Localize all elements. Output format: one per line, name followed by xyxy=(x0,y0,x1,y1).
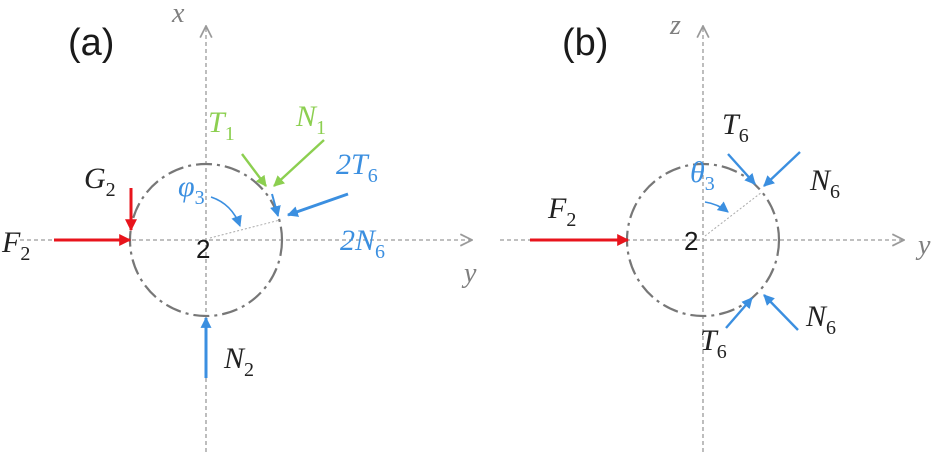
panel-a-n1-label: N1 xyxy=(295,100,326,139)
panel-b-t6-bottom-arrow xyxy=(725,297,753,329)
panel-a-axis-x-label: x xyxy=(171,0,185,29)
panel-a-center-label: 2 xyxy=(196,234,210,264)
panel-b-angle-arc xyxy=(704,201,729,213)
panel-b-center-label: 2 xyxy=(684,226,698,256)
panel-a-2t6-label: 2T6 xyxy=(336,148,378,187)
panel-b-f2-label: F2 xyxy=(547,192,576,231)
panel-b-t6-bottom-label: T6 xyxy=(700,324,727,363)
panel-a-contact-arrow xyxy=(270,193,281,218)
panel-a-angle-label: φ3 xyxy=(178,170,205,209)
panel-b-t6-top-arrow xyxy=(727,153,756,185)
panel-b-axis-z-label: z xyxy=(669,10,681,41)
panel-a-g2-label: G2 xyxy=(84,162,116,201)
panel-a-2t6-arrow xyxy=(286,192,349,217)
panel-b-n6-top-label: N6 xyxy=(809,164,840,203)
panel-a-n1-arrow xyxy=(273,139,325,187)
panel-b-label: (b) xyxy=(562,22,608,64)
panel-a: (a) x y 2 F2 G2 N2 T1 N1 2T6 2N6 φ3 xyxy=(1,0,477,452)
panel-a-t1-label: T1 xyxy=(208,106,235,145)
panel-a-axis-y-label: y xyxy=(461,258,477,289)
panel-b-n6-bottom-arrow xyxy=(763,294,799,331)
panel-a-angle-arc xyxy=(210,196,242,228)
panel-b-angle-ray xyxy=(704,191,763,237)
panel-a-n2-label: N2 xyxy=(223,342,254,381)
panel-b-angle-label: θ3 xyxy=(690,156,715,195)
panel-a-label: (a) xyxy=(68,22,114,64)
panel-a-f2-label: F2 xyxy=(1,226,30,265)
panel-a-angle-ray xyxy=(209,219,281,239)
panel-b-t6-top-label: T6 xyxy=(722,108,749,147)
panel-b-n6-bottom-label: N6 xyxy=(805,300,836,339)
panel-b-n6-top-arrow xyxy=(763,151,801,187)
panel-b-axis-y-label: y xyxy=(915,230,931,261)
panel-a-2n6-label: 2N6 xyxy=(340,224,385,263)
panel-a-t1-arrow xyxy=(241,153,267,187)
panel-b: (b) z y 2 F2 T6 N6 T6 N6 θ3 xyxy=(500,10,931,452)
